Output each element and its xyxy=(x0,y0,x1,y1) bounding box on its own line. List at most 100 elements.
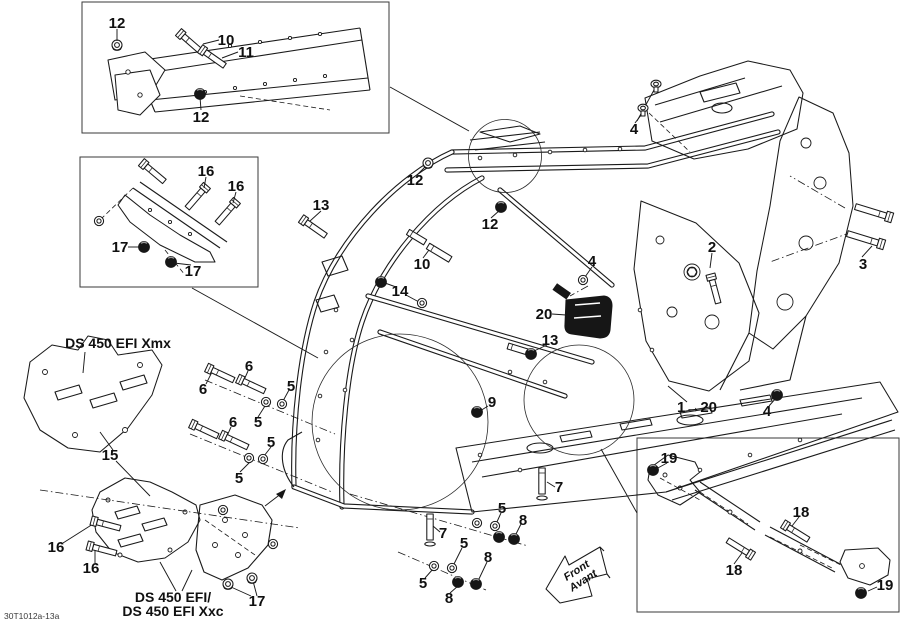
callout-18: 18 xyxy=(726,562,743,579)
callout-8: 8 xyxy=(445,590,453,607)
nut-8-icon xyxy=(493,530,505,544)
bolt-7-icon xyxy=(426,513,434,541)
bolt-6-icon xyxy=(235,373,268,396)
bushing-19-icon xyxy=(854,586,868,600)
washer-5-icon xyxy=(446,562,458,574)
bushing-14-icon xyxy=(375,276,387,288)
nut-8-icon xyxy=(452,575,464,589)
engine-support-line-art xyxy=(99,181,228,276)
callout-6: 6 xyxy=(229,414,237,431)
callout-5: 5 xyxy=(498,500,506,517)
bushing-12-icon xyxy=(495,201,507,213)
nut-8-icon xyxy=(470,577,482,591)
bolt-3-icon xyxy=(853,201,895,224)
callout-7: 7 xyxy=(555,479,563,496)
nut-2-icon xyxy=(686,266,698,278)
callout-7: 7 xyxy=(439,525,447,542)
model-label-bottom-2: DS 450 EFI Xxc xyxy=(122,603,223,619)
washer-icon xyxy=(217,504,229,516)
front-rack-line-art xyxy=(107,27,371,116)
callout-5: 5 xyxy=(235,470,243,487)
callout-16: 16 xyxy=(83,560,100,577)
callout-5: 5 xyxy=(460,535,468,552)
callout-9: 9 xyxy=(488,394,496,411)
washer-5-icon xyxy=(243,452,255,464)
washer-5-icon xyxy=(489,520,501,532)
callout-16: 16 xyxy=(228,178,245,195)
rear-support-line-art xyxy=(647,454,891,586)
nut-17-icon xyxy=(222,578,234,590)
callout-10: 10 xyxy=(414,256,431,273)
callout-10: 10 xyxy=(218,32,235,49)
callout-5: 5 xyxy=(287,378,295,395)
callout-4: 4 xyxy=(588,253,597,270)
inset-box-top-left xyxy=(81,1,390,134)
washer-5-icon xyxy=(257,453,269,465)
bushing-4-icon xyxy=(770,389,784,401)
washer-4-icon xyxy=(577,274,589,286)
washer-5-icon xyxy=(428,560,440,572)
bushing-17-icon xyxy=(138,241,150,253)
callout-3: 3 xyxy=(859,256,867,273)
nut-12-icon xyxy=(111,39,123,51)
bolt-6-icon xyxy=(218,429,251,452)
nut-12-icon xyxy=(422,157,434,169)
callout-14: 14 xyxy=(392,283,409,300)
callout-6: 6 xyxy=(245,358,253,375)
callout-20: 20 xyxy=(536,306,553,323)
callout-16: 16 xyxy=(198,163,215,180)
pointer-arrowhead xyxy=(276,489,286,499)
callout-17: 17 xyxy=(249,593,266,610)
callout-4: 4 xyxy=(763,403,772,420)
washer-5-icon xyxy=(471,517,483,529)
callout-4: 4 xyxy=(630,121,639,138)
model-label-bottom-1: DS 450 EFI/ xyxy=(135,589,211,605)
nut-17-icon xyxy=(246,572,258,584)
callout-12: 12 xyxy=(193,109,210,126)
callout-5: 5 xyxy=(267,434,275,451)
bolt-4-icon xyxy=(637,103,649,117)
nut-9-icon xyxy=(471,406,483,418)
callout-18: 18 xyxy=(793,504,810,521)
callout-19: 19 xyxy=(877,577,894,594)
skid-plate-xxc xyxy=(91,477,286,581)
callout-leaders xyxy=(62,29,878,597)
callout-12: 12 xyxy=(407,172,424,189)
callout-19: 19 xyxy=(661,450,678,467)
document-code: 30T1012a-13a xyxy=(4,611,60,621)
callout-12: 12 xyxy=(109,15,126,32)
bolt-4-icon xyxy=(650,79,662,93)
callout-17: 17 xyxy=(185,263,202,280)
inset-box-bottom-right xyxy=(636,437,900,613)
skid-plate-xmx xyxy=(23,335,163,453)
callout-8: 8 xyxy=(519,512,527,529)
front-direction-arrow: Front Avant xyxy=(545,546,611,604)
model-label-xmx: DS 450 EFI Xmx xyxy=(65,335,171,351)
callout-11: 11 xyxy=(238,44,254,61)
nut-8-icon xyxy=(508,532,521,546)
callout-17: 17 xyxy=(112,239,129,256)
bolt-7-icon xyxy=(538,467,546,495)
callout-13: 13 xyxy=(542,332,559,349)
washer-icon xyxy=(267,538,279,550)
washer-icon xyxy=(93,215,105,227)
callouts: 12 10 11 12 16 16 17 17 13 12 12 10 14 4… xyxy=(48,15,894,610)
callout-5: 5 xyxy=(254,414,262,431)
callout-13: 13 xyxy=(313,197,330,214)
callout-15: 15 xyxy=(102,447,119,464)
bolt-6-icon xyxy=(188,418,221,441)
washer-5-icon xyxy=(260,396,272,408)
callout-1-20: 1→20 xyxy=(677,399,717,416)
callout-6: 6 xyxy=(199,381,207,398)
main-frame-line-art xyxy=(281,60,899,515)
washer-14-icon xyxy=(416,297,428,309)
nut-13-icon xyxy=(524,348,538,360)
bushing-17-icon xyxy=(165,256,177,268)
bolt-6-icon xyxy=(204,362,237,385)
bolt-3-icon xyxy=(845,228,887,251)
rubber-strap-20 xyxy=(552,283,613,339)
callout-2: 2 xyxy=(708,239,716,256)
detail-circles xyxy=(311,119,635,511)
